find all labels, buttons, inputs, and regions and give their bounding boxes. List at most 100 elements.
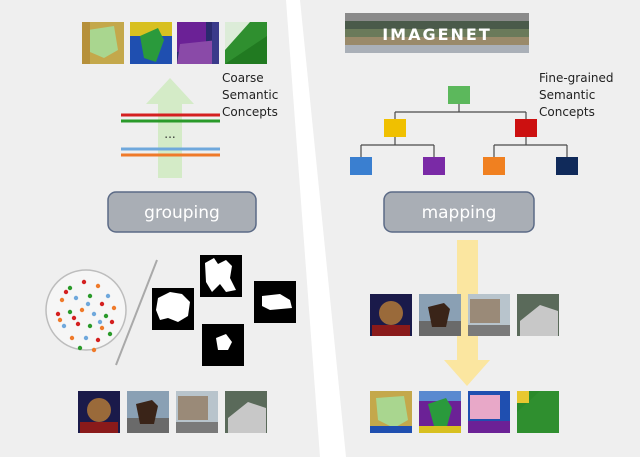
banner-mosaic-tile [361, 45, 369, 53]
scatter-dot [77, 345, 83, 351]
banner-mosaic-tile [441, 37, 449, 45]
scatter-dot [83, 335, 89, 341]
scatter-dot [63, 289, 69, 295]
banner-mosaic-tile [489, 45, 497, 53]
banner-mosaic-tile [393, 37, 401, 45]
banner-mosaic-tile [513, 21, 521, 29]
banner-mosaic-tile [521, 21, 529, 29]
banner-mosaic-tile [353, 21, 361, 29]
binary-mask-tile-1 [200, 255, 242, 297]
banner-mosaic-tile [393, 29, 401, 37]
banner-mosaic-tile [473, 21, 481, 29]
scatter-dot [61, 323, 67, 329]
banner-mosaic-tile [505, 21, 513, 29]
scatter-dot [107, 331, 113, 337]
image-thumb-cat-car [225, 391, 267, 433]
banner-mosaic-tile [401, 45, 409, 53]
tree-node-level2-1 [350, 157, 372, 175]
banner-mosaic-tile [449, 45, 457, 53]
feature-scatter-dots [55, 279, 117, 353]
scatter-dot [87, 323, 93, 329]
scatter-dot [57, 317, 63, 323]
banner-mosaic-tile [345, 37, 353, 45]
banner-mosaic-tile [521, 37, 529, 45]
banner-mosaic-tile [457, 13, 465, 21]
scatter-dot [91, 347, 97, 353]
banner-mosaic-tile [369, 37, 377, 45]
banner-mosaic-tile [505, 45, 513, 53]
scatter-dot [97, 319, 103, 325]
banner-mosaic-tile [369, 45, 377, 53]
banner-mosaic-tile [417, 37, 425, 45]
fine-concepts-label-line-1: Fine-grained [539, 71, 614, 85]
scatter-dot [55, 311, 61, 317]
coarse-mask-thumb-3 [177, 22, 219, 64]
banner-mosaic-tile [417, 29, 425, 37]
scatter-dot [59, 297, 65, 303]
binary-mask-tile-4 [202, 324, 244, 366]
banner-mosaic-tile [465, 29, 473, 37]
banner-mosaic-tile [345, 29, 353, 37]
scatter-dot [109, 319, 115, 325]
input-image-thumbnails-left [78, 391, 267, 433]
coarse-mask-thumb-1 [82, 22, 124, 64]
scatter-dot [71, 315, 77, 321]
seg-thumb-3 [468, 391, 510, 433]
concept-hierarchy-tree [360, 104, 568, 157]
banner-mosaic-tile [433, 21, 441, 29]
coarse-mask-thumb-2 [130, 22, 172, 64]
banner-mosaic-tile [401, 37, 409, 45]
banner-mosaic-tile [481, 13, 489, 21]
banner-mosaic-tile [497, 21, 505, 29]
banner-mosaic-tile [489, 13, 497, 21]
scatter-dot [73, 295, 79, 301]
banner-mosaic-tile [369, 29, 377, 37]
banner-mosaic-tile [385, 29, 393, 37]
banner-mosaic-tile [433, 29, 441, 37]
tree-node-level1-right [515, 119, 537, 137]
mapping-box-label: mapping [422, 203, 497, 223]
banner-mosaic-tile [361, 29, 369, 37]
banner-mosaic-tile [361, 21, 369, 29]
banner-mosaic-tile [377, 37, 385, 45]
banner-mosaic-tile [457, 21, 465, 29]
banner-mosaic-tile [385, 45, 393, 53]
banner-mosaic-tile [497, 29, 505, 37]
banner-mosaic-tile [465, 21, 473, 29]
image-thumb-teddy [78, 391, 120, 433]
banner-mosaic-tile [449, 21, 457, 29]
banner-mosaic-tile [401, 29, 409, 37]
binary-mask-tile-2 [152, 288, 194, 330]
scatter-dot [91, 311, 97, 317]
banner-mosaic-tile [513, 13, 521, 21]
scatter-dot [99, 301, 105, 307]
banner-mosaic-tile [489, 37, 497, 45]
coarse-concepts-label-line-3: Concepts [222, 105, 278, 119]
grouping-box [107, 191, 257, 233]
banner-mosaic-tile [497, 45, 505, 53]
banner-mosaic-tile [465, 45, 473, 53]
scatter-dot [95, 283, 101, 289]
imagenet-banner: IMAGENET [345, 13, 529, 53]
scatter-dot [67, 309, 73, 315]
ellipsis-label: ... [164, 127, 175, 141]
scatter-dot [87, 293, 93, 299]
tree-node-level1-left [384, 119, 406, 137]
tree-node-level2-3 [483, 157, 505, 175]
banner-mosaic-tile [481, 37, 489, 45]
banner-mosaic-tile [401, 13, 409, 21]
banner-mosaic-tile [345, 13, 353, 21]
banner-mosaic-tile [481, 45, 489, 53]
banner-mosaic-tile [441, 21, 449, 29]
banner-mosaic-tile [513, 29, 521, 37]
banner-mosaic-tile [465, 37, 473, 45]
banner-mosaic-tile [425, 21, 433, 29]
banner-mosaic-tile [433, 13, 441, 21]
banner-mosaic-tile [353, 45, 361, 53]
image-thumb-street-right [468, 294, 510, 336]
banner-mosaic-tile [481, 21, 489, 29]
scatter-dot [69, 335, 75, 341]
seg-thumb-1 [370, 391, 412, 433]
banner-mosaic-tile [521, 45, 529, 53]
